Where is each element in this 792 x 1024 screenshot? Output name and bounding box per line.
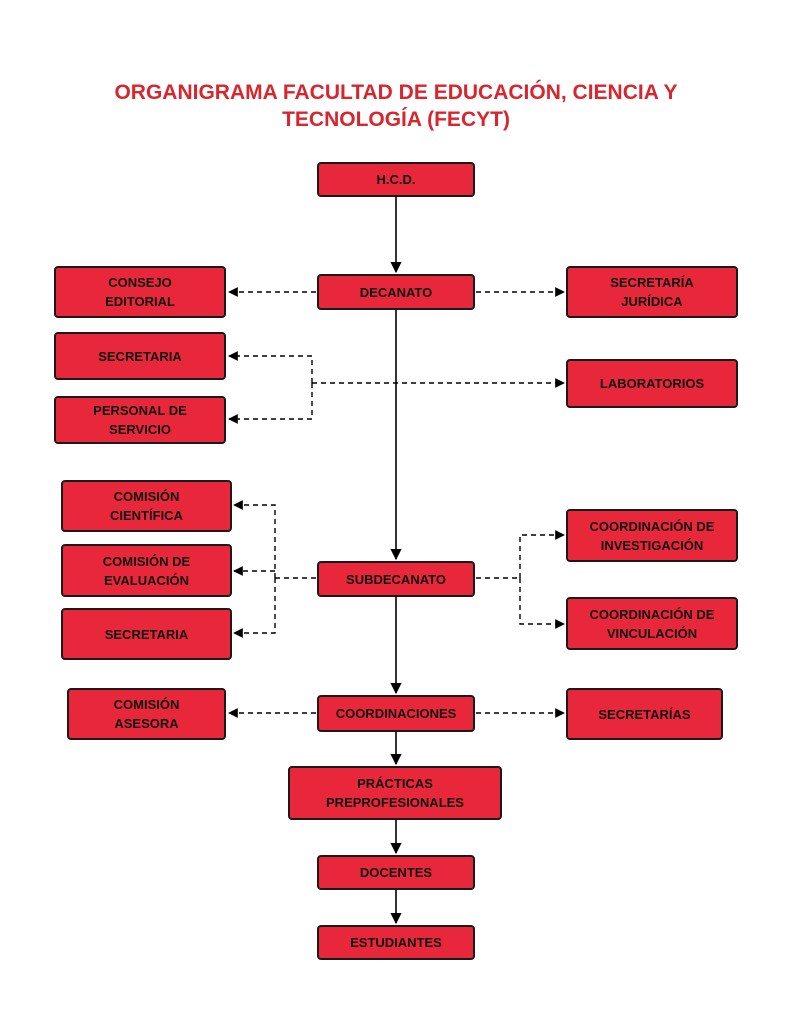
chart-title-line-1: ORGANIGRAMA FACULTAD DE EDUCACIÓN, CIENC…	[114, 81, 678, 104]
box-consejo-editorial-label-2: EDITORIAL	[105, 294, 175, 309]
box-coordinaciones-label: COORDINACIONES	[335, 706, 457, 721]
box-decanato: DECANATO	[317, 274, 475, 310]
box-laboratorios: LABORATORIOS	[566, 359, 738, 408]
box-secretarias: SECRETARÍAS	[566, 688, 723, 740]
box-comision-evaluacion-label-1: COMISIÓN DE	[102, 553, 191, 569]
connector-coordinacion-vinculacion	[519, 578, 565, 629]
box-consejo-editorial: CONSEJO EDITORIAL	[54, 266, 226, 318]
box-docentes-label: DOCENTES	[359, 865, 433, 880]
box-coordinacion-vinculacion-label-1: COORDINACIÓN DE	[589, 606, 715, 622]
box-coordinacion-vinculacion: COORDINACIÓN DE VINCULACIÓN	[566, 597, 738, 650]
box-estudiantes-label: ESTUDIANTES	[350, 935, 442, 950]
box-comision-evaluacion-label-2: EVALUACIÓN	[104, 572, 189, 588]
connector-comision-cientifica	[233, 500, 276, 578]
box-secretaria-juridica: SECRETARÍA JURÍDICA	[566, 266, 738, 318]
box-practicas: PRÁCTICAS PREPROFESIONALES	[288, 766, 502, 820]
box-comision-cientifica: COMISIÓN CIENTÍFICA	[61, 480, 232, 532]
box-personal-servicio: PERSONAL DE SERVICIO	[54, 396, 226, 444]
connector-personal-servicio	[228, 383, 313, 424]
box-decanato-label: DECANATO	[359, 284, 433, 300]
box-docentes: DOCENTES	[317, 855, 475, 890]
box-coordinaciones: COORDINACIONES	[317, 695, 475, 732]
box-practicas-label-1: PRÁCTICAS	[357, 776, 433, 791]
box-subdecanato-label: SUBDECANATO	[346, 571, 446, 587]
box-practicas-label-2: PREPROFESIONALES	[326, 795, 464, 810]
box-personal-servicio-label-1: PERSONAL DE	[93, 403, 187, 418]
box-comision-asesora: COMISIÓN ASESORA	[67, 688, 226, 740]
connector-secretaria-2	[233, 578, 276, 638]
box-secretarias-label: SECRETARÍAS	[598, 706, 691, 722]
box-comision-cientifica-label-1: COMISIÓN	[113, 489, 180, 504]
box-coordinacion-investigacion-label-1: COORDINACIÓN DE	[589, 518, 715, 534]
box-secretaria-juridica-label-1: SECRETARÍA	[610, 275, 694, 290]
box-secretaria-1: SECRETARIA	[54, 332, 226, 380]
box-secretaria-2: SECRETARIA	[61, 608, 232, 660]
box-consejo-editorial-label-1: CONSEJO	[108, 275, 172, 290]
box-subdecanato: SUBDECANATO	[317, 561, 475, 597]
box-coordinacion-investigacion-label-2: INVESTIGACIÓN	[600, 537, 704, 553]
box-comision-cientifica-label-2: CIENTÍFICA	[110, 508, 183, 523]
connector-coordinacion-investigacion	[519, 530, 565, 578]
connector-secretaria-1	[228, 351, 313, 383]
chart-title-line-2: TECNOLOGÍA (FECYT)	[282, 108, 510, 131]
box-secretaria-juridica-label-2: JURÍDICA	[621, 294, 683, 309]
box-comision-asesora-label-2: ASESORA	[114, 716, 179, 731]
box-secretaria-2-label: SECRETARIA	[104, 626, 189, 642]
box-laboratorios-label: LABORATORIOS	[599, 376, 705, 391]
box-comision-evaluacion: COMISIÓN DE EVALUACIÓN	[61, 544, 232, 597]
box-personal-servicio-label-2: SERVICIO	[109, 422, 171, 437]
box-estudiantes: ESTUDIANTES	[317, 925, 475, 960]
box-hcd: H.C.D.	[317, 162, 475, 197]
box-comision-asesora-label-1: COMISIÓN	[113, 697, 180, 712]
box-coordinacion-vinculacion-label-2: VINCULACIÓN	[606, 625, 698, 641]
box-hcd-label: H.C.D.	[376, 172, 416, 187]
box-coordinacion-investigacion: COORDINACIÓN DE INVESTIGACIÓN	[566, 509, 738, 562]
box-secretaria-1-label: SECRETARIA	[98, 348, 182, 364]
